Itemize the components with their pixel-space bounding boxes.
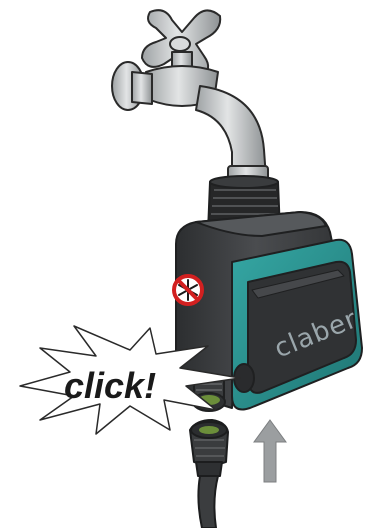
tap-icon [112, 10, 268, 180]
up-arrow-icon [254, 420, 286, 482]
hose [198, 476, 218, 528]
click-callout: click! [64, 365, 156, 406]
tap-spout [196, 86, 266, 178]
hose-connector [190, 420, 228, 476]
no-frost-symbol-icon [174, 276, 202, 304]
